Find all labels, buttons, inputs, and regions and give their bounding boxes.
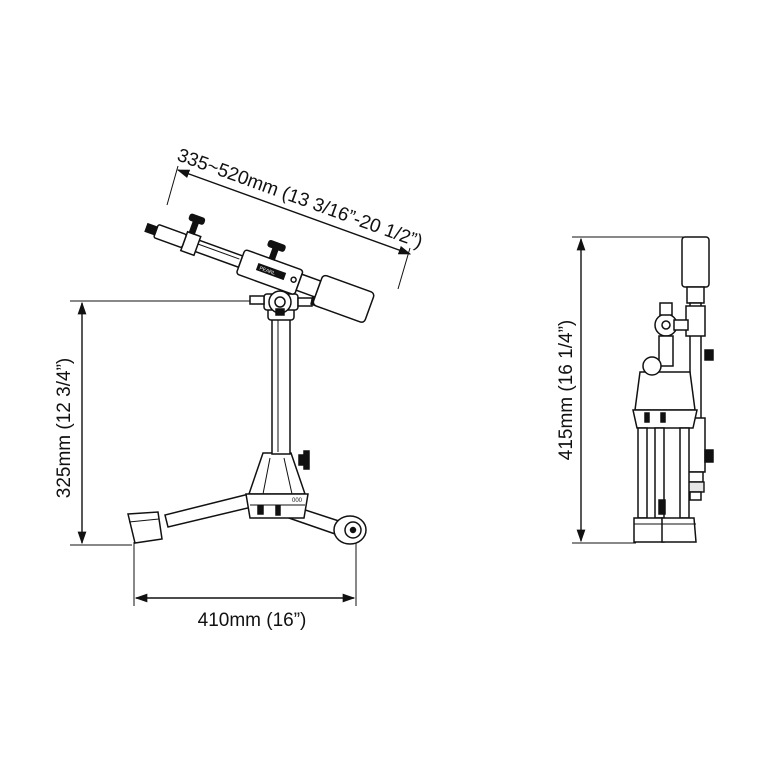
clamp-bottom-screw (275, 308, 285, 316)
boom-block-knob (267, 240, 286, 252)
side-height-dimension: 415mm (16 1/4”) (556, 236, 684, 544)
side-leg-marker (658, 499, 666, 515)
base-wing-knob (303, 450, 310, 470)
left-foot-line (128, 518, 160, 523)
base-cone (247, 452, 307, 495)
arm-length-label: 335~520mm (13 3/16”-20 1/2”) (174, 145, 425, 253)
main-tube (271, 315, 291, 455)
base-width-label: 410mm (16”) (198, 610, 307, 631)
side-view-stand (632, 236, 714, 543)
side-boom-tip (689, 491, 702, 501)
side-base-cone (634, 371, 696, 411)
base-screw-right (275, 505, 281, 516)
side-boom-end (687, 471, 704, 483)
side-base-screw-left (644, 412, 650, 423)
side-clamp-link (673, 319, 689, 331)
clamp-right-arm (297, 297, 313, 307)
front-view-stand: 000 (127, 213, 375, 545)
arm-extension-line-right (397, 247, 411, 290)
base-width-dimension: 410mm (16”) (133, 542, 357, 631)
base-cone-ribs (262, 457, 293, 495)
base-height-dimension: 325mm (12 3/4”) (54, 300, 282, 546)
left-foot (127, 511, 163, 544)
arm-extension-line-left (166, 165, 179, 206)
base-housing: 000 (245, 450, 310, 519)
arm-dimension-line (176, 169, 412, 255)
left-leg (164, 492, 257, 528)
side-base-screw-right (660, 412, 666, 423)
boom-block-screw (290, 276, 297, 283)
side-clamp-top (659, 302, 673, 316)
boom-end-screw (144, 222, 159, 236)
side-foot-right (661, 517, 697, 543)
clamp-knob-inner (274, 296, 286, 308)
side-height-label: 415mm (16 1/4”) (556, 320, 577, 460)
side-leg-right (679, 427, 690, 519)
right-foot-center (349, 526, 357, 534)
side-weight-collar (686, 286, 705, 304)
clamp-left-arm (249, 295, 265, 305)
boom-end-clamp (153, 224, 187, 248)
side-upper-tube (658, 335, 674, 367)
side-boom-knob-lower (704, 449, 714, 463)
brand-plate (255, 263, 287, 281)
boom-weight (312, 274, 375, 323)
base-height-label: 325mm (12 3/4”) (54, 358, 75, 498)
side-leg-left (637, 427, 648, 519)
side-clamp-knob-inner (661, 320, 671, 330)
side-foot-left (633, 517, 665, 543)
vertical-tube (267, 305, 295, 455)
base-screw-left (257, 505, 264, 515)
brand-plate-text: PEARL (258, 266, 276, 277)
side-base-knob (642, 356, 662, 376)
base-marks: 000 (292, 498, 303, 504)
side-top-weight (681, 236, 710, 288)
boom-end-knob (188, 213, 206, 225)
side-boom-knob-upper (704, 349, 714, 361)
boom-arm: PEARL (144, 213, 375, 323)
side-boom-clamp (685, 305, 706, 337)
